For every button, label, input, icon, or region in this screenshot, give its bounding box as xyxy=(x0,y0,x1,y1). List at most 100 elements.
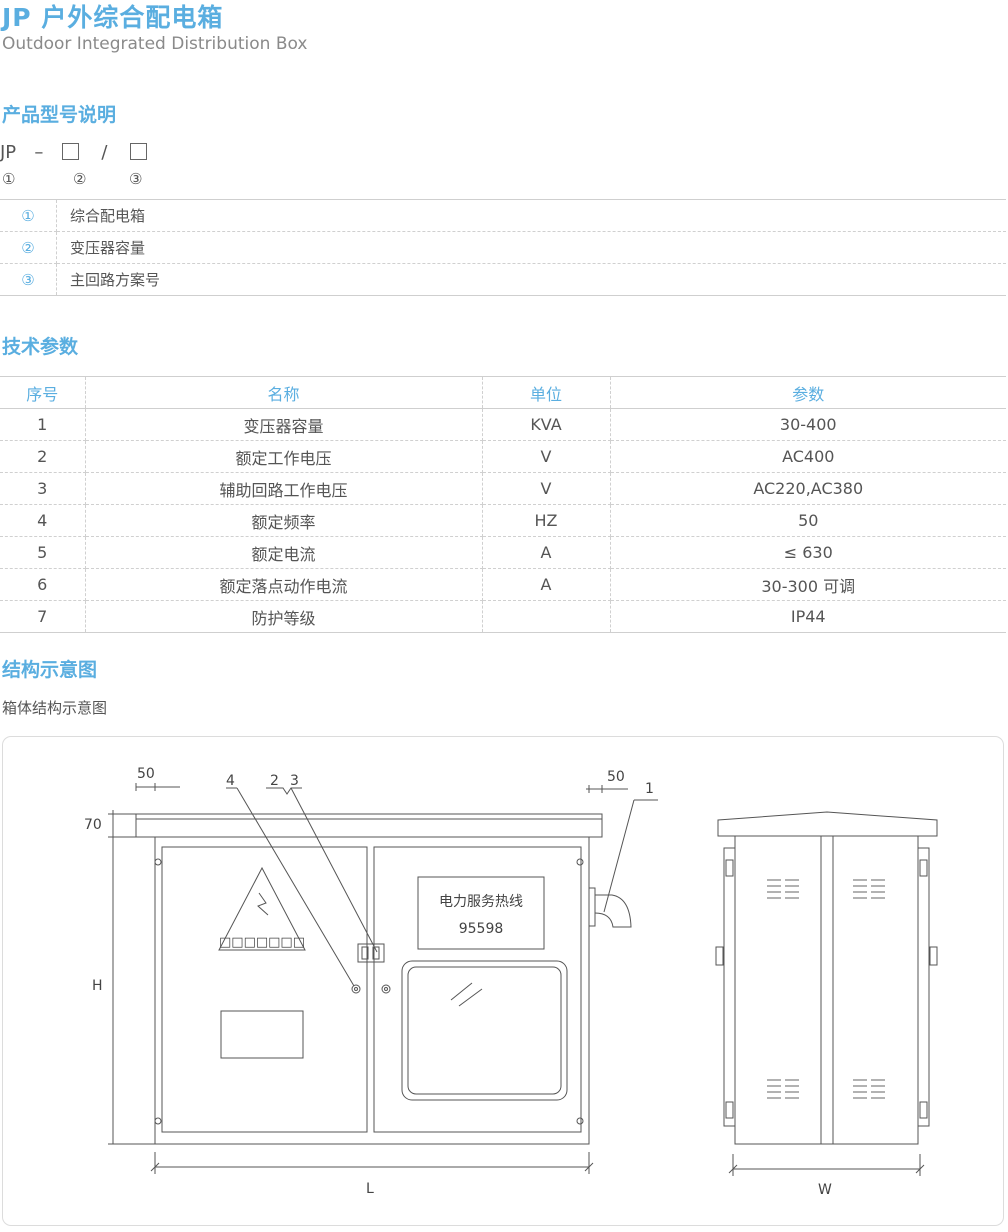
lock-icon xyxy=(381,984,391,994)
cell-index: 4 xyxy=(0,504,86,537)
callout-3: 3 xyxy=(290,773,299,789)
callout-leader xyxy=(290,787,378,953)
hotline-title: 电力服务热线 xyxy=(439,894,523,910)
col-header-index: 序号 xyxy=(0,376,86,409)
callout-2: 2 xyxy=(270,773,279,789)
cell-name: 辅助回路工作电压 xyxy=(85,472,483,505)
table-row: 4 额定频率 HZ 50 xyxy=(0,504,1006,537)
pipe-flange xyxy=(588,887,596,927)
dim-tick xyxy=(150,1162,160,1172)
table-row: 7 防护等级 IP44 xyxy=(0,600,1006,633)
cell-value: 30-400 xyxy=(610,408,1006,441)
front-roof xyxy=(135,813,603,838)
table-row: 3 辅助回路工作电压 V AC220,AC380 xyxy=(0,472,1006,505)
glass-mark xyxy=(458,988,483,1007)
hinge-icon xyxy=(154,1117,162,1125)
legend-text: 变压器容量 xyxy=(56,231,1006,264)
section-heading-structure: 结构示意图 xyxy=(2,659,98,681)
lock-icon-core xyxy=(354,987,358,991)
legend-text: 主回路方案号 xyxy=(56,263,1006,296)
callout-1: 1 xyxy=(645,781,654,797)
marker-3: ③ xyxy=(129,170,143,188)
section-heading-model: 产品型号说明 xyxy=(2,104,117,126)
legend-text: 综合配电箱 xyxy=(56,199,1006,232)
col-header-unit: 单位 xyxy=(482,376,611,409)
diagram-caption: 箱体结构示意图 xyxy=(2,699,108,717)
cell-unit: V xyxy=(482,472,611,505)
model-prefix: JP xyxy=(0,142,17,163)
cell-name: 变压器容量 xyxy=(85,408,483,441)
dim-L: L xyxy=(366,1181,374,1197)
latch-handle xyxy=(357,943,385,963)
louver-group xyxy=(767,879,885,1099)
side-hinge xyxy=(919,1101,928,1119)
col-header-value: 参数 xyxy=(610,376,1006,409)
dim-tick xyxy=(584,1162,594,1172)
side-hinge xyxy=(919,859,928,877)
side-flange-right xyxy=(917,847,930,1127)
lock-icon xyxy=(351,984,361,994)
dim-50-left: 50 xyxy=(137,766,155,782)
model-code: JP – / xyxy=(0,142,148,163)
cell-name: 防护等级 xyxy=(85,600,483,633)
cell-unit: V xyxy=(482,440,611,473)
page-subtitle: Outdoor Integrated Distribution Box xyxy=(2,34,308,54)
cell-value: AC400 xyxy=(610,440,1006,473)
hotline-sign xyxy=(417,876,545,950)
cell-unit: KVA xyxy=(482,408,611,441)
lightning-icon xyxy=(257,892,269,916)
legend-num: ③ xyxy=(0,263,57,296)
meter-window xyxy=(401,960,568,1101)
diagram-frame xyxy=(2,736,1004,1226)
legend-row: ① 综合配电箱 xyxy=(0,199,1006,232)
model-dash: – xyxy=(34,142,44,163)
vent-pipe xyxy=(594,894,632,928)
table-row: 2 额定工作电压 V AC400 xyxy=(0,440,1006,473)
cell-name: 额定工作电压 xyxy=(85,440,483,473)
latch-handle-part xyxy=(372,946,380,960)
hotline-number: 95598 xyxy=(459,921,504,937)
model-legend-table: ① 综合配电箱 ② 变压器容量 ③ 主回路方案号 xyxy=(0,199,1006,296)
dim-tick xyxy=(915,1164,925,1174)
cell-name: 额定落点动作电流 xyxy=(85,568,483,601)
callout-4: 4 xyxy=(226,773,235,789)
dim-70: 70 xyxy=(84,817,102,833)
cell-value: IP44 xyxy=(610,600,1006,633)
dim-W: W xyxy=(818,1182,832,1198)
callout-leader xyxy=(236,787,355,987)
legend-num: ② xyxy=(0,231,57,264)
latch-handle-part xyxy=(361,946,369,960)
side-body xyxy=(734,835,919,1145)
side-hinge xyxy=(725,859,734,877)
side-handle xyxy=(929,946,938,966)
table-header-row: 序号 名称 单位 参数 xyxy=(0,376,1006,409)
cell-unit: HZ xyxy=(482,504,611,537)
cell-index: 6 xyxy=(0,568,86,601)
table-row: 6 额定落点动作电流 A 30-300 可调 xyxy=(0,568,1006,601)
hinge-icon xyxy=(576,1117,584,1125)
cell-name: 额定频率 xyxy=(85,504,483,537)
cell-index: 2 xyxy=(0,440,86,473)
hinge-icon xyxy=(576,858,584,866)
marker-1: ① xyxy=(2,170,16,188)
warning-label: □□□□□□□ xyxy=(219,935,305,950)
meter-window-inner xyxy=(407,966,562,1095)
cell-value: AC220,AC380 xyxy=(610,472,1006,505)
dim-50-right: 50 xyxy=(607,769,625,785)
right-door xyxy=(373,846,582,1133)
page-title: JP 户外综合配电箱 xyxy=(2,3,224,32)
section-heading-tech: 技术参数 xyxy=(2,336,79,358)
marker-2: ② xyxy=(73,170,87,188)
cell-value: 50 xyxy=(610,504,1006,537)
callout-leader xyxy=(266,787,302,795)
lock-icon-core xyxy=(384,987,388,991)
dim-tick xyxy=(728,1164,738,1174)
glass-mark xyxy=(450,982,473,1001)
nameplate xyxy=(220,1010,304,1059)
cell-unit xyxy=(482,600,611,633)
legend-row: ② 变压器容量 xyxy=(0,231,1006,264)
legend-num: ① xyxy=(0,199,57,232)
side-roof xyxy=(717,811,938,837)
cell-unit: A xyxy=(482,536,611,569)
